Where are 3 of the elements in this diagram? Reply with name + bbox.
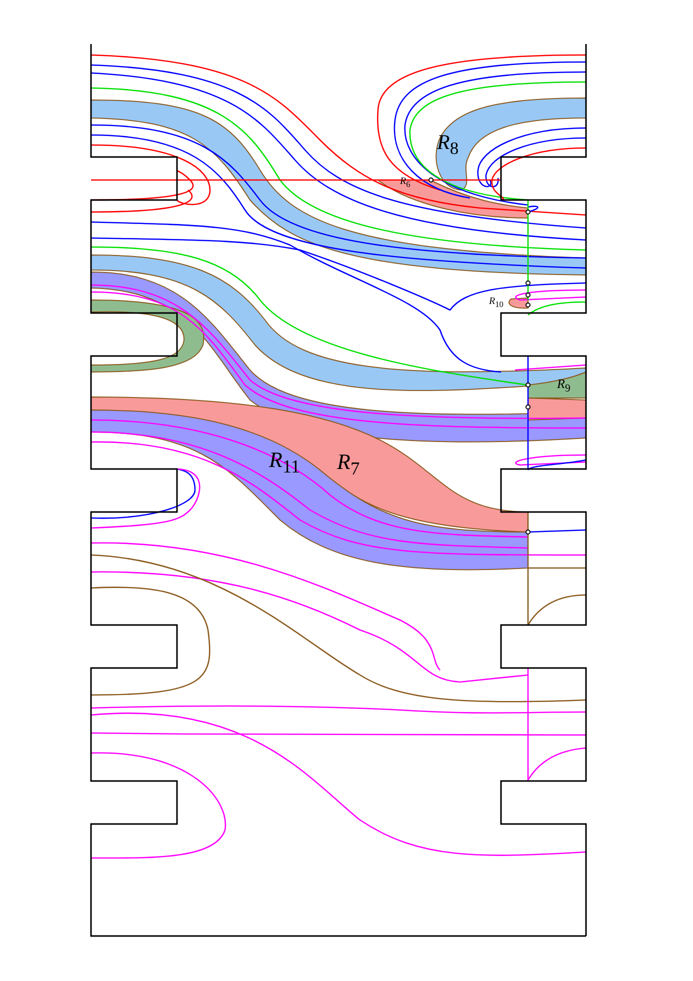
region-label: R$_{7}$ — [337, 451, 360, 478]
region-label: R$_{9}$ — [557, 377, 570, 394]
region-label: R$_{10}$ — [489, 297, 504, 310]
